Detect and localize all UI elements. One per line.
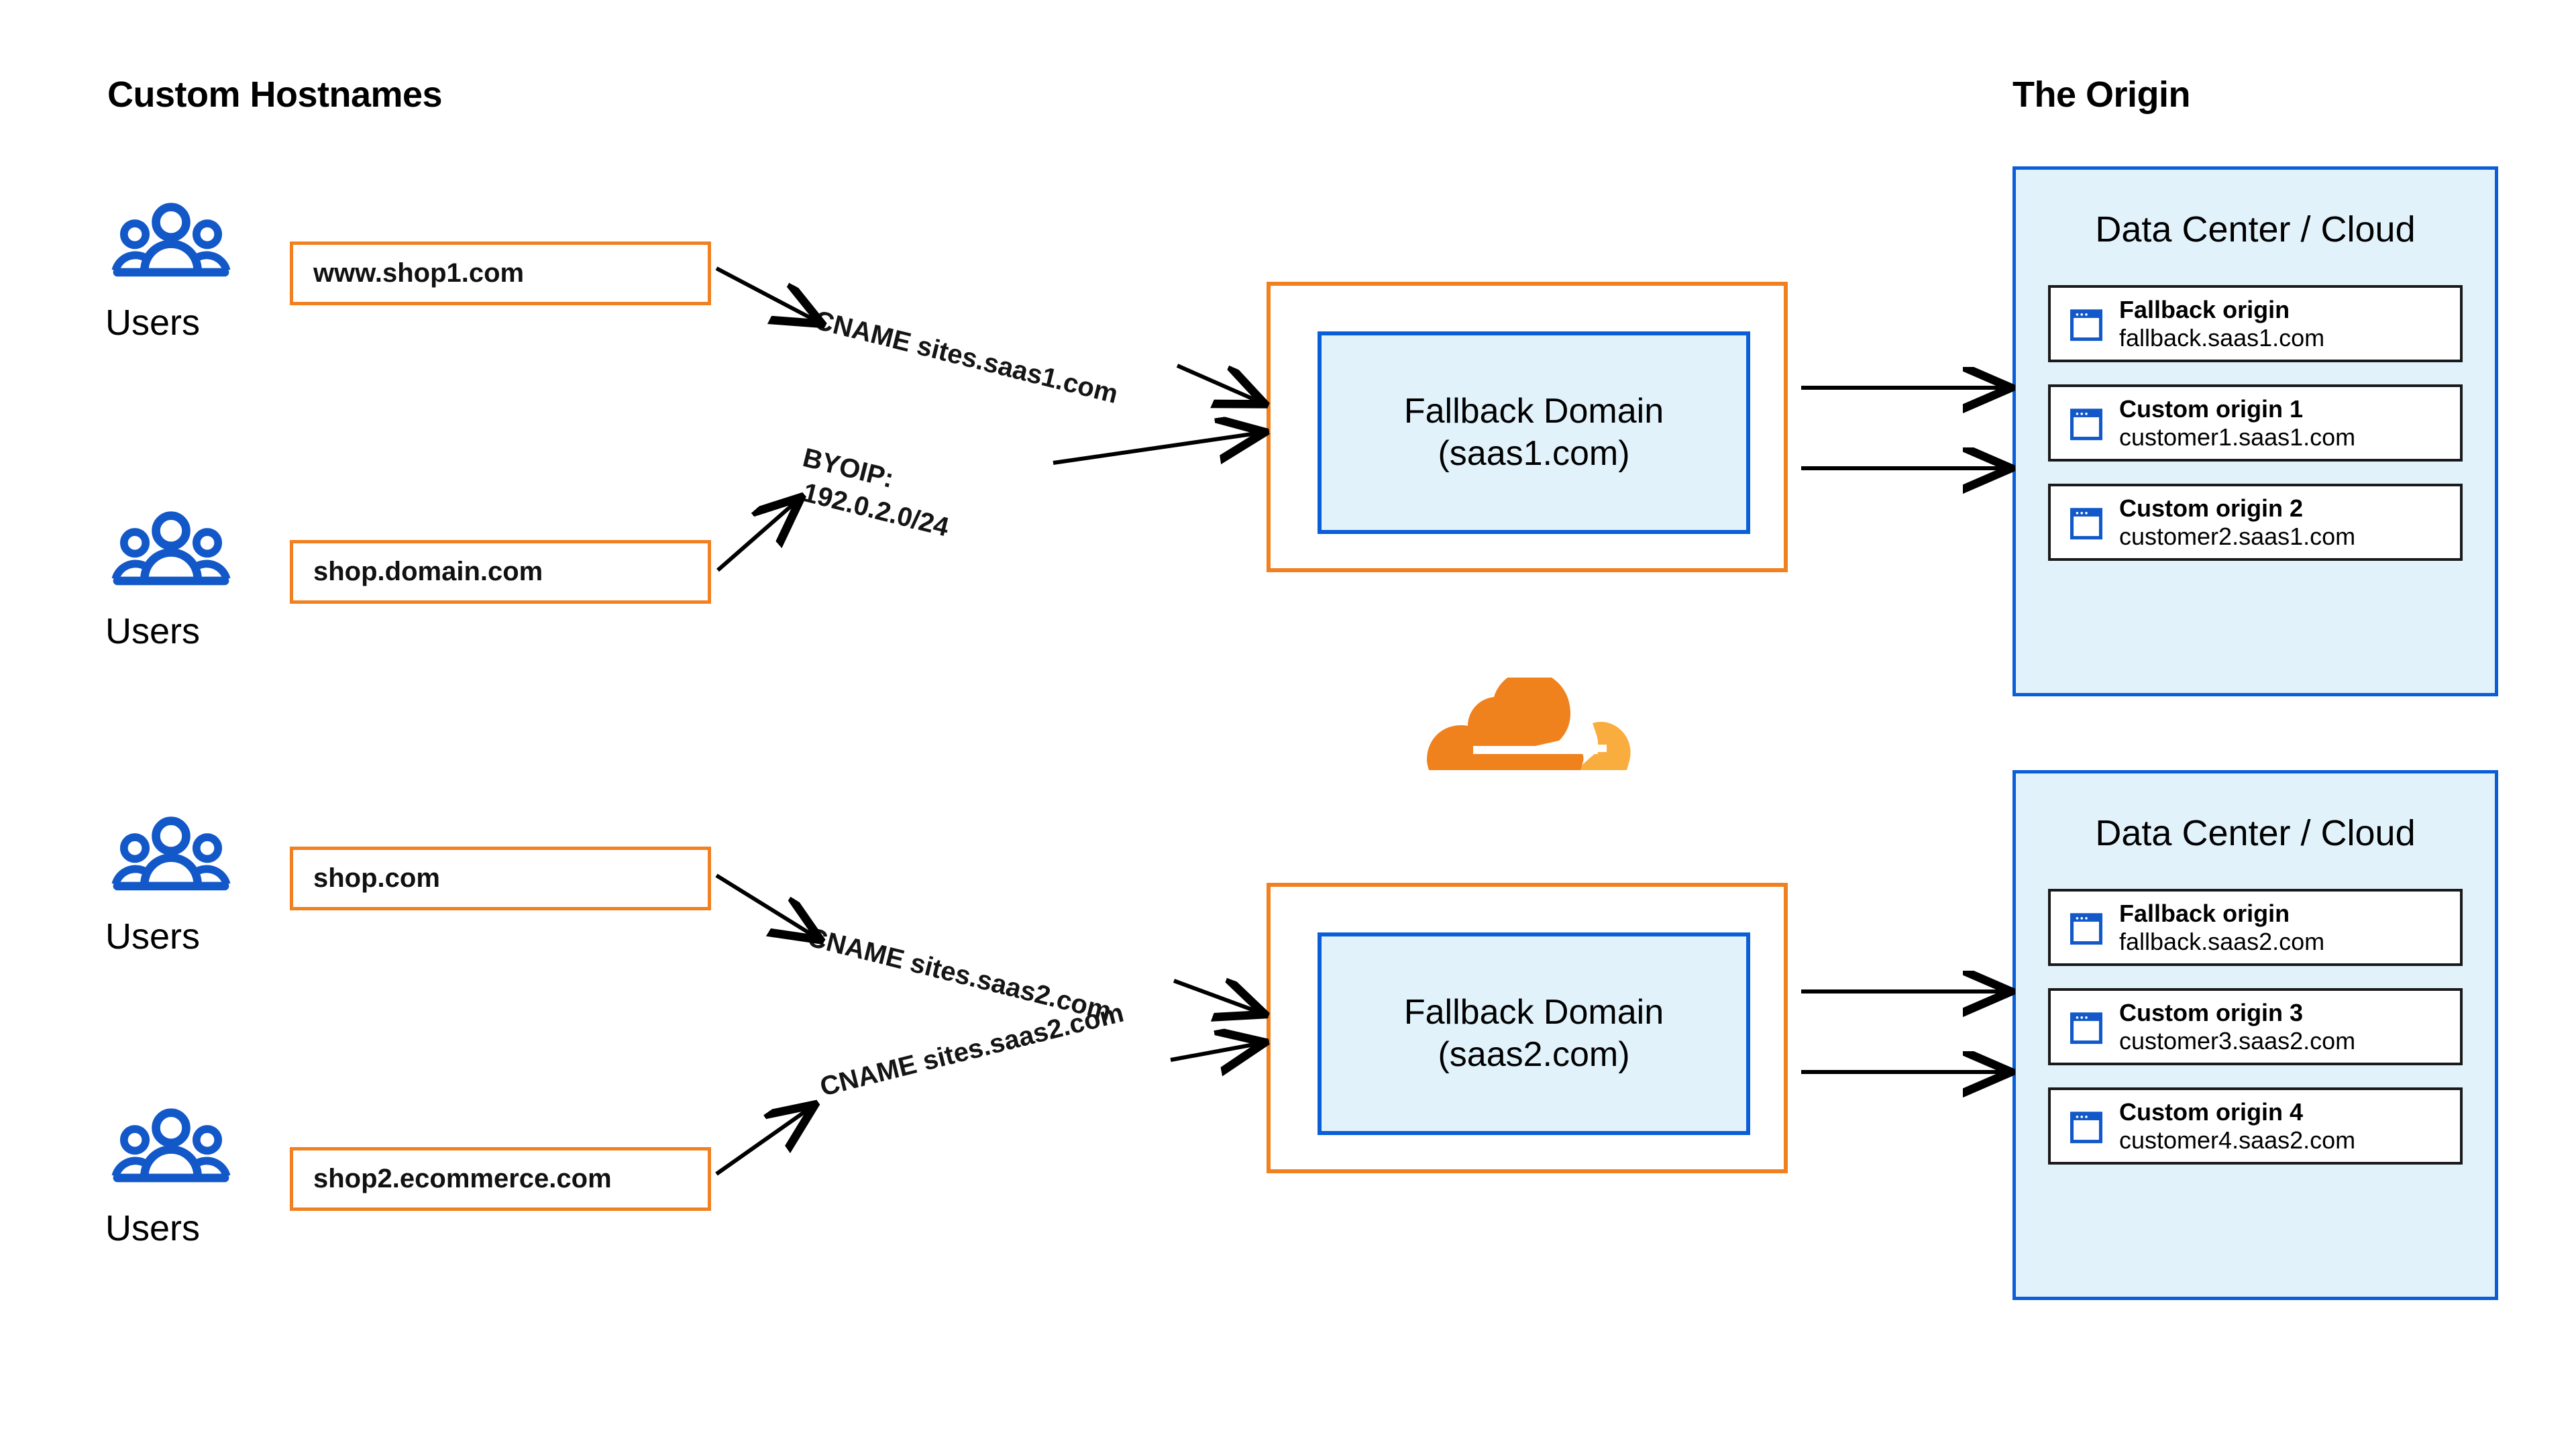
origin-name: Custom origin 4 xyxy=(2119,1097,2304,1126)
origin-text: Custom origin 3 customer3.saas2.com xyxy=(2119,999,2355,1055)
fallback-domain-box[interactable]: Fallback Domain (saas1.com) xyxy=(1318,331,1750,534)
arrow-label-fallback2-a xyxy=(1173,981,1261,1013)
browser-window-icon xyxy=(2070,1012,2103,1044)
users-icon xyxy=(111,816,231,891)
custom-hostname-box[interactable]: shop2.ecommerce.com xyxy=(290,1147,711,1211)
fallback-domain-box[interactable]: Fallback Domain (saas2.com) xyxy=(1318,932,1750,1135)
users-icon xyxy=(111,511,231,586)
custom-hostname-label: shop.domain.com xyxy=(313,557,543,586)
origin-hostname: customer3.saas2.com xyxy=(2119,1026,2356,1055)
origin-hostname: customer2.saas1.com xyxy=(2119,522,2356,550)
users-group: Users xyxy=(104,201,278,341)
users-group: Users xyxy=(104,1107,278,1246)
browser-window-icon xyxy=(2070,912,2103,945)
fallback-domain-title: Fallback Domain xyxy=(1403,391,1664,431)
origin-name: Custom origin 3 xyxy=(2119,998,2304,1026)
arrow-hostname4-label xyxy=(715,1107,812,1176)
users-icon xyxy=(111,1108,231,1183)
custom-hostname-label: shop2.ecommerce.com xyxy=(313,1164,612,1193)
origin-card[interactable]: Fallback origin fallback.saas2.com xyxy=(2048,889,2463,966)
users-label: Users xyxy=(105,611,201,651)
browser-window-icon xyxy=(2070,507,2103,539)
arrow-hostname2-label xyxy=(716,500,798,572)
origin-text: Custom origin 2 customer2.saas1.com xyxy=(2119,494,2355,551)
origin-text: Fallback origin fallback.saas1.com xyxy=(2119,296,2324,352)
origin-text: Custom origin 4 customer4.saas2.com xyxy=(2119,1098,2355,1155)
data-center-title: Data Center / Cloud xyxy=(2095,813,2416,853)
data-center-title: Data Center / Cloud xyxy=(2095,209,2416,250)
origin-name: Custom origin 2 xyxy=(2119,494,2304,522)
browser-window-icon xyxy=(2070,1111,2103,1143)
custom-hostname-box[interactable]: www.shop1.com xyxy=(290,241,711,305)
origin-hostname: fallback.saas2.com xyxy=(2119,927,2325,955)
browser-window-icon xyxy=(2070,408,2103,440)
origin-list: Fallback origin fallback.saas2.com Custo… xyxy=(2016,889,2495,1165)
cloudflare-logo xyxy=(1427,678,1631,770)
arrow-label-fallback1 xyxy=(1176,364,1261,402)
edge-label-cname-saas1: CNAME sites.saas1.com xyxy=(811,305,1121,410)
arrow-hostname1-label xyxy=(715,266,818,322)
arrow-hostname3-label xyxy=(715,873,817,938)
cloudflare-logo-notch xyxy=(1566,745,1607,752)
arrow-label-fallback2-b xyxy=(1170,1043,1261,1060)
custom-hostname-box[interactable]: shop.com xyxy=(290,847,711,910)
origin-name: Fallback origin xyxy=(2119,295,2290,323)
users-label: Users xyxy=(105,303,201,343)
origin-card[interactable]: Fallback origin fallback.saas1.com xyxy=(2048,285,2463,362)
users-group: Users xyxy=(104,510,278,649)
browser-window-icon xyxy=(2070,309,2103,341)
origin-card[interactable]: Custom origin 2 customer2.saas1.com xyxy=(2048,484,2463,561)
origin-name: Fallback origin xyxy=(2119,899,2290,927)
custom-hostname-label: www.shop1.com xyxy=(313,258,525,288)
data-center-panel: Data Center / Cloud Fallback origin fall… xyxy=(2012,770,2498,1300)
arrow-label-fallback1-byoip xyxy=(1053,433,1261,463)
origin-hostname: customer4.saas2.com xyxy=(2119,1126,2356,1154)
fallback-domain-outer: Fallback Domain (saas1.com) xyxy=(1267,282,1788,572)
custom-hostname-label: shop.com xyxy=(313,863,440,893)
origin-card[interactable]: Custom origin 1 customer1.saas1.com xyxy=(2048,384,2463,462)
custom-hostname-box[interactable]: shop.domain.com xyxy=(290,540,711,604)
origin-name: Custom origin 1 xyxy=(2119,394,2304,423)
fallback-domain-outer: Fallback Domain (saas2.com) xyxy=(1267,883,1788,1173)
users-group: Users xyxy=(104,815,278,955)
fallback-domain-title: Fallback Domain xyxy=(1403,992,1664,1032)
origin-list: Fallback origin fallback.saas1.com Custo… xyxy=(2016,285,2495,561)
fallback-domain-name: (saas2.com) xyxy=(1438,1035,1630,1074)
origin-card[interactable]: Custom origin 4 customer4.saas2.com xyxy=(2048,1087,2463,1165)
users-label: Users xyxy=(105,1208,201,1248)
users-icon xyxy=(111,203,231,277)
origin-text: Fallback origin fallback.saas2.com xyxy=(2119,900,2324,956)
data-center-panel: Data Center / Cloud Fallback origin fall… xyxy=(2012,166,2498,696)
page-title-custom-hostnames: Custom Hostnames xyxy=(107,74,443,115)
origin-hostname: fallback.saas1.com xyxy=(2119,323,2325,352)
origin-card[interactable]: Custom origin 3 customer3.saas2.com xyxy=(2048,988,2463,1065)
origin-hostname: customer1.saas1.com xyxy=(2119,423,2356,451)
edge-label-cname-saas2-b: CNAME sites.saas2.com xyxy=(817,998,1127,1102)
page-title-the-origin: The Origin xyxy=(2012,74,2191,115)
fallback-domain-name: (saas1.com) xyxy=(1438,434,1630,473)
origin-text: Custom origin 1 customer1.saas1.com xyxy=(2119,395,2355,451)
users-label: Users xyxy=(105,916,201,957)
